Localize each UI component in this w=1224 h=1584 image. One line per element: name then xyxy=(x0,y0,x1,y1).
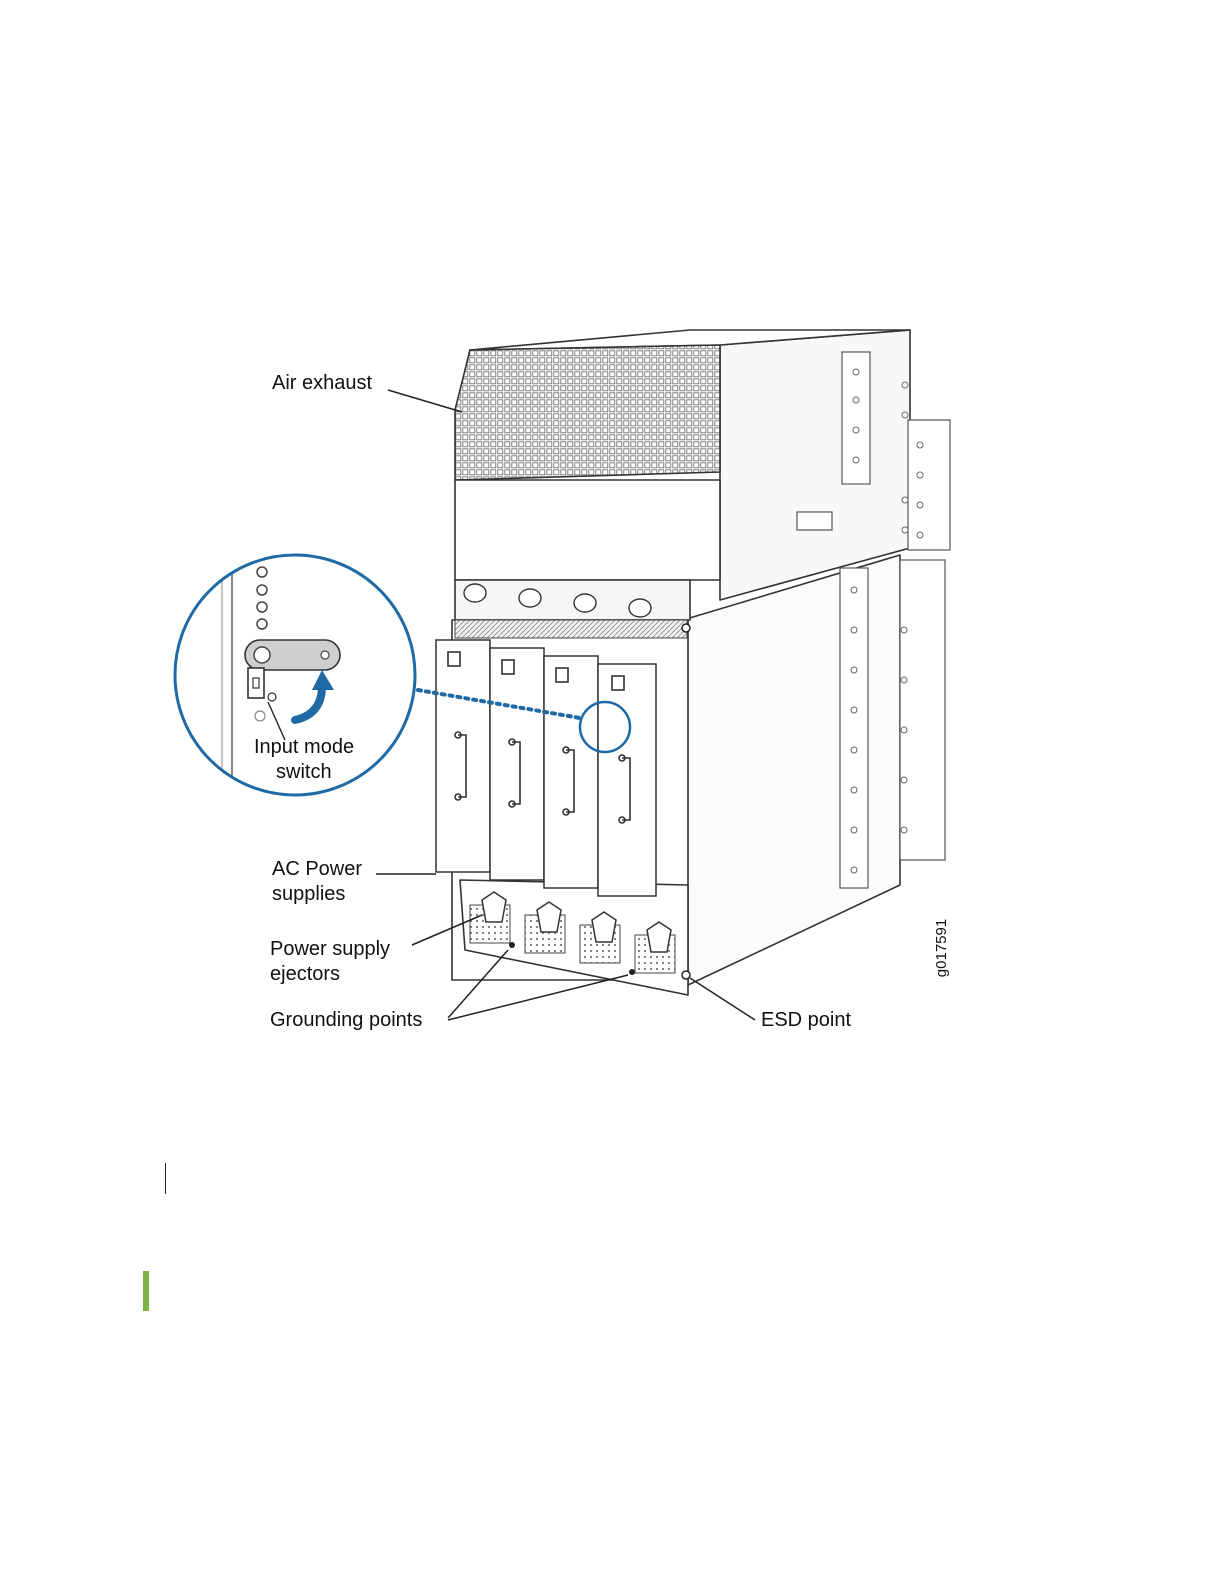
air-exhaust-grille xyxy=(455,345,720,480)
esd-leader xyxy=(690,978,755,1020)
power-supply-4 xyxy=(598,664,656,896)
chassis-upper-side xyxy=(720,330,910,600)
callout-grounding-points: Grounding points xyxy=(270,1008,422,1033)
exhaust-front-panel xyxy=(455,480,720,580)
right-module-lower xyxy=(900,560,945,860)
note-indicator-bar xyxy=(143,1271,149,1311)
upper-tray xyxy=(455,580,690,620)
lower-rail xyxy=(840,568,868,888)
esd-point xyxy=(682,971,690,979)
callout-ac-power-line2: supplies xyxy=(272,882,345,907)
callout-ejectors-line1: Power supply xyxy=(270,937,390,962)
callout-input-mode-line1: Input mode xyxy=(254,735,354,760)
callout-esd-point: ESD point xyxy=(761,1008,851,1033)
side-handle-slot xyxy=(797,512,832,530)
vent-strip xyxy=(455,620,687,638)
power-supply-3 xyxy=(544,656,598,888)
callout-input-mode-line2: switch xyxy=(276,760,332,785)
change-bar xyxy=(165,1163,166,1194)
callout-ac-power-line1: AC Power xyxy=(272,857,362,882)
grounding-point-right xyxy=(629,969,635,975)
right-module xyxy=(908,420,950,550)
grounding-point-left xyxy=(509,942,515,948)
figure-id-text: g017591 xyxy=(932,908,952,988)
air-exhaust-leader xyxy=(388,390,462,412)
callout-ejectors-line2: ejectors xyxy=(270,962,340,987)
power-supply-2 xyxy=(490,648,544,880)
grounding-leader-right xyxy=(448,975,628,1020)
power-supply-1 xyxy=(436,640,490,872)
callout-air-exhaust: Air exhaust xyxy=(272,371,372,396)
ac-power-supplies xyxy=(436,640,656,896)
